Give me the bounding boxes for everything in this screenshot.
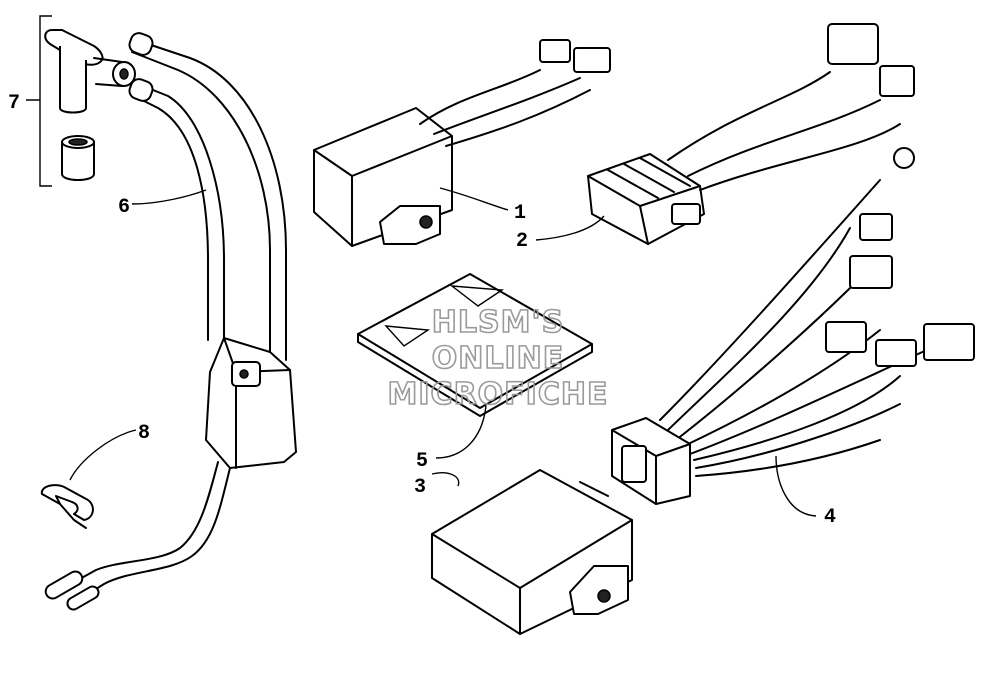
voltage-regulator: [587, 153, 705, 245]
ignition-coil: [205, 337, 297, 469]
coil-primary-wires: [44, 461, 231, 611]
circuit-board: [357, 273, 593, 417]
cdi-module: [313, 107, 453, 247]
wire-clamp: [40, 484, 94, 529]
callout-6: 6: [118, 196, 130, 219]
wiring-harness: [611, 147, 975, 505]
watermark: HLSM'S ONLINE MICROFICHE: [387, 304, 609, 413]
regulator-wires: [667, 23, 915, 191]
control-module: [431, 469, 633, 635]
callout-2: 2: [516, 230, 528, 253]
callout-3: 3: [414, 476, 426, 499]
callout-4: 4: [824, 506, 836, 529]
ignition-coil-leads: [128, 32, 287, 361]
callout-5: 5: [416, 450, 428, 473]
spark-plug-cap: [44, 29, 136, 114]
cdi-wires: [419, 39, 611, 147]
callout-1: 1: [514, 202, 526, 225]
watermark-line-3: MICROFICHE: [388, 377, 609, 412]
callout-8: 8: [138, 422, 150, 445]
watermark-line-2: ONLINE: [432, 341, 565, 376]
callout-7: 7: [8, 92, 20, 115]
spark-plug-boot: [61, 135, 95, 181]
leader-lines: [69, 187, 817, 517]
bracket-7: [26, 15, 52, 187]
watermark-line-1: HLSM'S: [432, 305, 564, 340]
